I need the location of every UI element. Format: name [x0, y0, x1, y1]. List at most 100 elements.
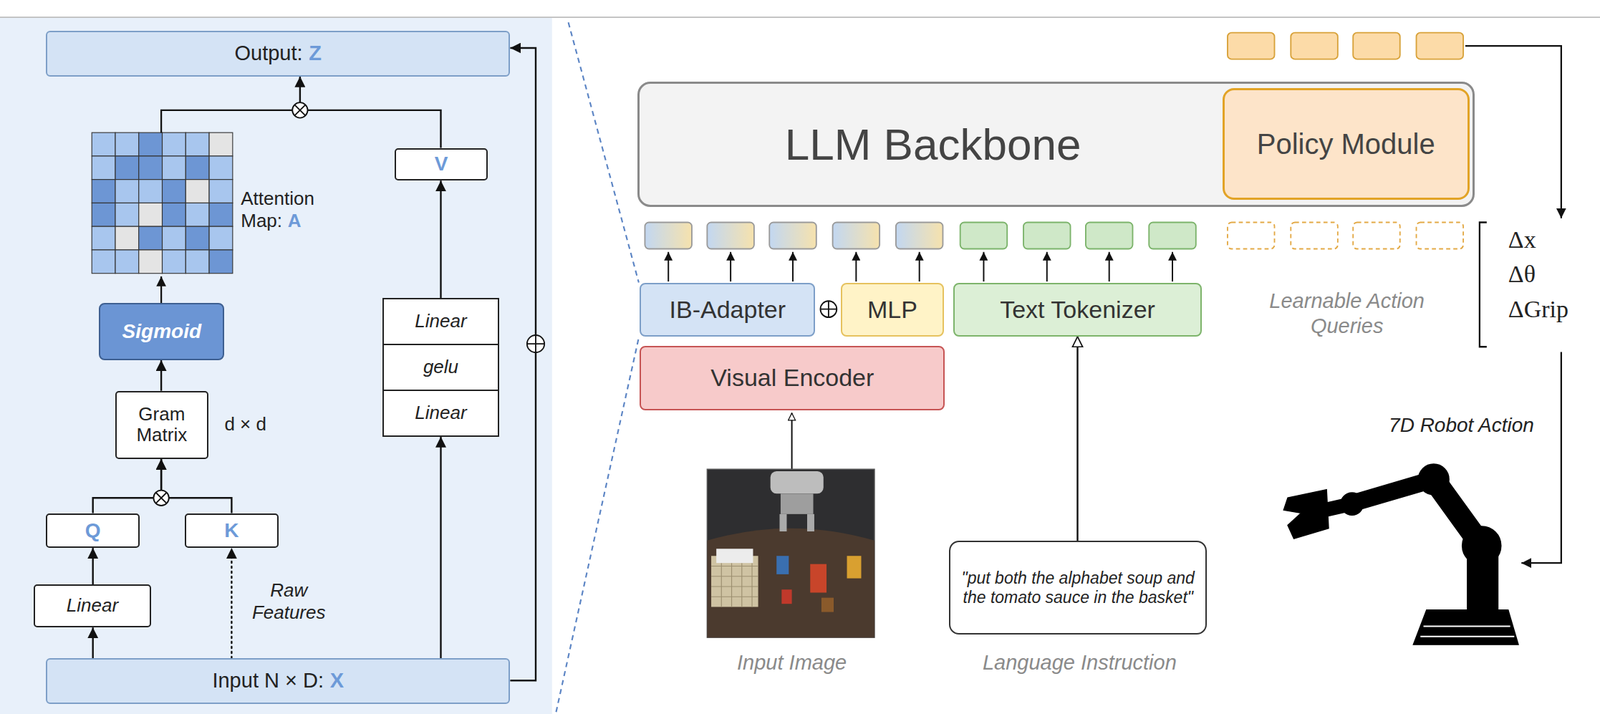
connector [93, 459, 162, 514]
decor-shape [209, 202, 233, 227]
decor-shape [769, 222, 817, 249]
decor-shape [162, 132, 187, 157]
decor-shape [792, 252, 794, 282]
decor-shape [209, 132, 233, 157]
attention-map [91, 132, 233, 274]
linear-box: Linear [382, 389, 499, 437]
decor-shape [138, 156, 163, 180]
node-label: K [224, 519, 239, 543]
policy-box: Policy Module [1222, 88, 1470, 201]
connector [160, 360, 162, 392]
decor-shape [1148, 222, 1197, 249]
decor-shape [115, 179, 139, 204]
decor-shape [91, 156, 116, 180]
output-box: Output:Z [45, 30, 510, 77]
label-block: Input Image [736, 650, 847, 676]
decor-shape [185, 249, 210, 274]
label-block: Δθ [1508, 259, 1536, 290]
symbol-label: A [287, 209, 302, 232]
decor-shape [162, 226, 187, 250]
connector [439, 436, 442, 659]
connector [509, 47, 536, 681]
decor-shape [156, 492, 167, 504]
decor-shape [1290, 222, 1338, 249]
decor-shape [855, 252, 857, 282]
decor-shape [644, 222, 692, 249]
node-label: Input N × D: [211, 668, 324, 693]
decor-shape [91, 226, 116, 250]
bracket [1479, 222, 1487, 347]
panel-background [0, 17, 553, 714]
gram-matrix-box: Gram Matrix [115, 391, 209, 460]
decor-shape [1420, 626, 1515, 637]
caption-label: Language Instruction [982, 651, 1177, 674]
node-label: LLM Backbone [784, 118, 1082, 170]
decor-shape [1352, 222, 1401, 249]
node-label: Linear [66, 595, 119, 617]
decor-shape [821, 598, 834, 613]
action-component: Δx [1508, 226, 1537, 253]
node-label: gelu [423, 356, 459, 379]
decor-shape [716, 548, 753, 563]
input-box: Input N × D:X [45, 658, 510, 705]
decor-shape [780, 493, 814, 514]
decor-shape [1085, 222, 1134, 249]
decor-shape [1283, 489, 1329, 539]
node-label: Visual Encoder [710, 363, 874, 392]
activation-box: gelu [382, 343, 499, 392]
decor-shape [1352, 32, 1401, 60]
decor-shape [832, 222, 881, 249]
decor-shape [185, 156, 210, 180]
decor-shape [729, 252, 732, 282]
node-label: IB-Adapter [669, 295, 787, 324]
query-box: Q [45, 513, 140, 548]
dimension-label: d × d [224, 413, 267, 435]
encoder-box: Visual Encoder [639, 345, 945, 411]
decor-shape [115, 202, 139, 227]
decor-shape [1023, 222, 1071, 249]
decor-shape [1357, 479, 1434, 502]
decor-shape [820, 300, 837, 318]
decor-shape [810, 564, 827, 594]
decor-shape [1416, 32, 1464, 60]
linear-box: Linear [382, 297, 499, 346]
decor-shape [91, 179, 116, 204]
node-label: Z [308, 41, 322, 66]
action-component: Δθ [1508, 260, 1536, 288]
decor-shape [115, 249, 139, 274]
node-label: Policy Module [1256, 127, 1436, 161]
decor-shape [706, 222, 755, 249]
decor-shape [895, 222, 944, 249]
node-label: Output: [234, 41, 303, 66]
annotation: Attention Map: [240, 187, 315, 232]
decor-shape [706, 528, 875, 638]
decor-shape [918, 252, 921, 282]
decor-shape [138, 202, 163, 227]
arrow [1465, 45, 1562, 219]
decor-shape [1171, 252, 1174, 282]
node-label: Sigmoid [122, 320, 202, 344]
label-block: Learnable Action Queries [1264, 288, 1431, 339]
instruction-box: "put both the alphabet soup and the toma… [948, 540, 1207, 635]
decor-shape [91, 249, 116, 274]
arrow [791, 413, 793, 470]
decor-shape [185, 202, 210, 227]
input-image [706, 469, 875, 638]
decor-shape [1046, 252, 1048, 282]
decor-shape [138, 249, 163, 274]
node-label: Linear [414, 310, 467, 333]
node-label: "put both the alphabet soup and the toma… [960, 568, 1196, 607]
decor-shape [527, 335, 545, 353]
label-block: Attention Map:A [240, 187, 353, 233]
node-label: X [330, 668, 344, 693]
decor-shape [960, 222, 1008, 249]
linear-box: Linear [33, 584, 152, 628]
connector [1076, 336, 1078, 541]
adapter-box: IB-Adapter [639, 282, 816, 338]
decor-shape [781, 589, 792, 604]
label-block: Δx [1508, 225, 1537, 255]
decor-shape [1413, 610, 1519, 645]
decor-shape [807, 514, 815, 532]
decor-shape [1227, 222, 1275, 249]
decor-shape [209, 226, 233, 250]
